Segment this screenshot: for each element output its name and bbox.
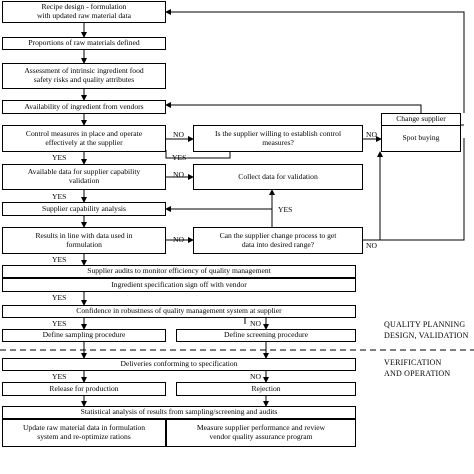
no-label: NO [173,170,184,179]
yes-label: YES [52,153,67,162]
recipe-design-box: Recipe design - formulation with updated… [2,1,166,23]
rejection-box: Rejection [176,382,356,396]
spec-signoff-box: Ingredient specification sign off with v… [2,278,356,292]
quality-planning-label: QUALITY PLANNING DESIGN, VALIDATION [384,320,469,342]
measure-supplier-box: Measure supplier performance and review … [166,419,356,447]
no-label: NO [173,235,184,244]
supplier-willing-box: Is the supplier willing to establish con… [193,125,363,152]
quality-planning-line2: DESIGN, VALIDATION [384,330,469,340]
statistical-analysis-box: Statistical analysis of results from sam… [2,406,356,419]
collect-data-box: Collect data for validation [193,164,363,190]
spot-buying-box: Spot buying [381,125,461,152]
verification-line2: AND OPERATION [384,368,451,378]
verification-line1: VERIFICATION [384,358,442,367]
yes-label: YES [172,153,187,162]
change-process-box: Can the supplier change process to get d… [193,227,363,254]
yes-label: YES [52,255,67,264]
sampling-procedure-box: Define sampling procedure [2,329,166,342]
yes-label: YES [278,205,293,214]
update-raw-material-box: Update raw material data in formulation … [2,419,166,447]
release-box: Release for production [2,382,166,396]
proportions-box: Proportions of raw materials defined [2,37,166,50]
assessment-box: Assessment of intrinsic ingredient food … [2,63,166,89]
availability-box: Availability of ingredient from vendors [2,100,166,114]
quality-planning-line1: QUALITY PLANNING [384,320,466,329]
screening-procedure-box: Define screening procedure [176,329,356,342]
no-label: NO [366,241,377,250]
no-label: NO [250,372,261,381]
deliveries-conforming-box: Deliveries conforming to specification [2,358,356,371]
control-measures-box: Control measures in place and operate ef… [2,125,166,152]
yes-label: YES [52,192,67,201]
no-label: NO [366,130,377,139]
no-label: NO [173,130,184,139]
confidence-box: Confidence in robustness of quality mana… [2,305,356,318]
yes-label: YES [52,372,67,381]
available-data-box: Available data for supplier capability v… [2,164,166,190]
no-label: NO [250,319,261,328]
supplier-audits-box: Supplier audits to monitor efficiency of… [2,265,356,278]
results-in-line-box: Results in line with data used in formul… [2,227,166,254]
yes-label: YES [52,293,67,302]
verification-label: VERIFICATION AND OPERATION [384,358,450,380]
yes-label: YES [52,319,67,328]
capability-analysis-box: Supplier capability analysis [2,202,166,216]
